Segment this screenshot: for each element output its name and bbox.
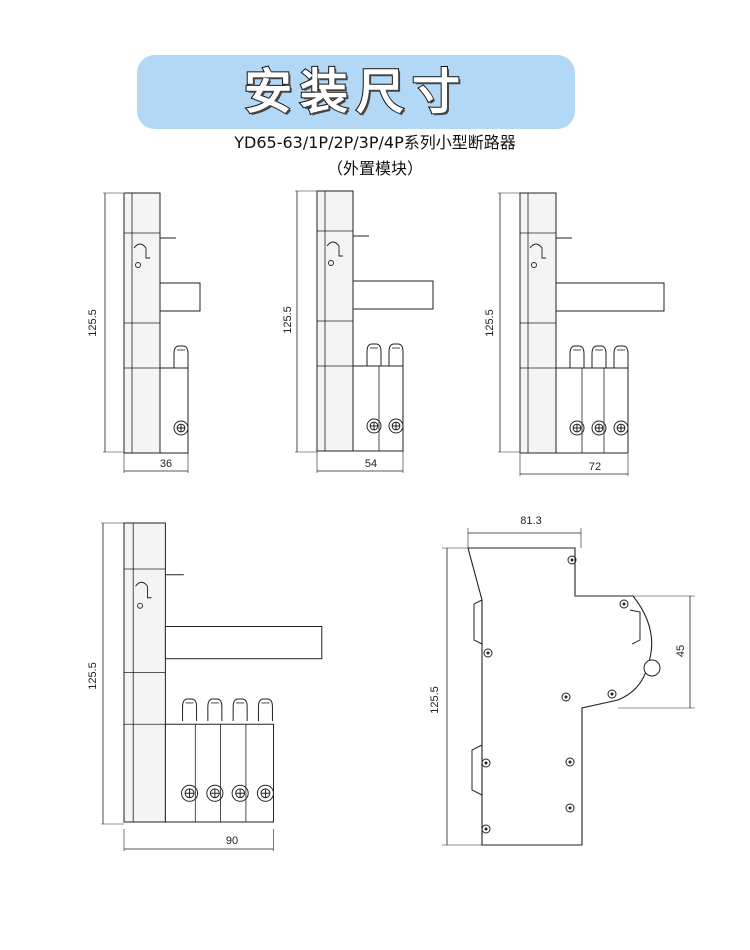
mounting-hole-center xyxy=(610,692,614,696)
mechanism-pin xyxy=(137,602,144,609)
front-view-2p xyxy=(295,190,434,473)
dim-width-4p: 90 xyxy=(226,835,238,847)
mounting-hole-center xyxy=(484,827,488,831)
front-views xyxy=(101,190,665,851)
terminal-finger xyxy=(366,343,382,366)
dimension-labels: 125.5 36 125.5 54 125.5 72 125.5 90 81.3… xyxy=(87,306,687,847)
screw-head xyxy=(594,423,604,433)
front-view-1p xyxy=(103,192,201,473)
terminal-finger xyxy=(207,698,223,721)
mechanism-pin xyxy=(135,262,141,268)
dim-depth: 81.3 xyxy=(520,515,541,527)
mounting-hole xyxy=(483,648,493,658)
lower-housing xyxy=(159,367,189,454)
rail-clip xyxy=(471,744,483,796)
mounting-hole xyxy=(481,758,491,768)
terminal-finger xyxy=(182,698,198,721)
lower-housing xyxy=(555,367,629,454)
terminal-finger xyxy=(232,698,248,721)
screw-head xyxy=(391,421,401,431)
front-view-3p xyxy=(498,192,665,476)
handle-detail xyxy=(629,609,641,645)
dim-height-side: 125.5 xyxy=(429,686,441,714)
terminal-finger xyxy=(173,345,189,368)
mounting-hole-center xyxy=(622,602,626,606)
terminal-finger xyxy=(613,345,629,368)
terminal-finger xyxy=(388,343,404,366)
mounting-hole-center xyxy=(568,760,572,764)
screw-head xyxy=(209,788,220,799)
dim-height-2p: 125.5 xyxy=(282,306,294,334)
mounting-hole-center xyxy=(484,761,488,765)
side-view xyxy=(442,528,695,846)
subtitle-module: （外置模块） xyxy=(326,159,423,178)
mounting-hole-center xyxy=(486,651,490,655)
dim-height-3p: 125.5 xyxy=(484,309,496,337)
terminal-finger xyxy=(569,345,585,368)
mounting-hole-center xyxy=(564,695,568,699)
page-title: 安装尺寸 xyxy=(243,63,468,121)
front-view-4p xyxy=(101,522,323,851)
screw-head xyxy=(572,423,582,433)
mounting-hole xyxy=(607,689,617,699)
mechanism-detail xyxy=(326,241,343,257)
rail-clip xyxy=(473,599,483,645)
screw-head xyxy=(176,423,186,433)
dim-width-1p: 36 xyxy=(160,458,172,470)
screw-head xyxy=(235,788,246,799)
toggle-handle xyxy=(164,626,323,660)
handle-knob xyxy=(643,659,661,677)
mechanism-detail xyxy=(135,581,152,599)
toggle-handle xyxy=(159,282,201,312)
screw-head xyxy=(369,421,379,431)
toggle-handle xyxy=(352,280,434,310)
dim-width-3p: 72 xyxy=(589,461,601,473)
screw-head xyxy=(260,788,271,799)
screw-head xyxy=(616,423,626,433)
mechanism-pin xyxy=(328,260,334,266)
mounting-hole-center xyxy=(568,806,572,810)
mounting-hole xyxy=(565,757,575,767)
toggle-handle xyxy=(555,282,665,312)
side-profile xyxy=(467,547,653,846)
mounting-hole xyxy=(567,555,577,565)
screw-head xyxy=(184,788,195,799)
lower-housing xyxy=(352,365,404,452)
mounting-hole xyxy=(481,824,491,834)
dim-width-2p: 54 xyxy=(365,458,377,470)
mounting-hole xyxy=(619,599,629,609)
mechanism-detail xyxy=(133,243,150,259)
mounting-hole xyxy=(561,692,571,702)
title-banner: 安装尺寸 xyxy=(137,55,575,129)
mechanism-detail xyxy=(529,243,546,259)
dim-height-1p: 125.5 xyxy=(87,309,99,337)
dim-offset: 45 xyxy=(675,645,687,657)
mounting-hole-center xyxy=(570,558,574,562)
lower-housing xyxy=(164,723,274,823)
subtitle: YD65-63/1P/2P/3P/4P系列小型断路器 xyxy=(234,133,516,152)
mounting-hole xyxy=(565,803,575,813)
mechanism-pin xyxy=(531,262,537,268)
dim-height-4p: 125.5 xyxy=(87,662,99,690)
terminal-finger xyxy=(257,698,273,721)
terminal-finger xyxy=(591,345,607,368)
